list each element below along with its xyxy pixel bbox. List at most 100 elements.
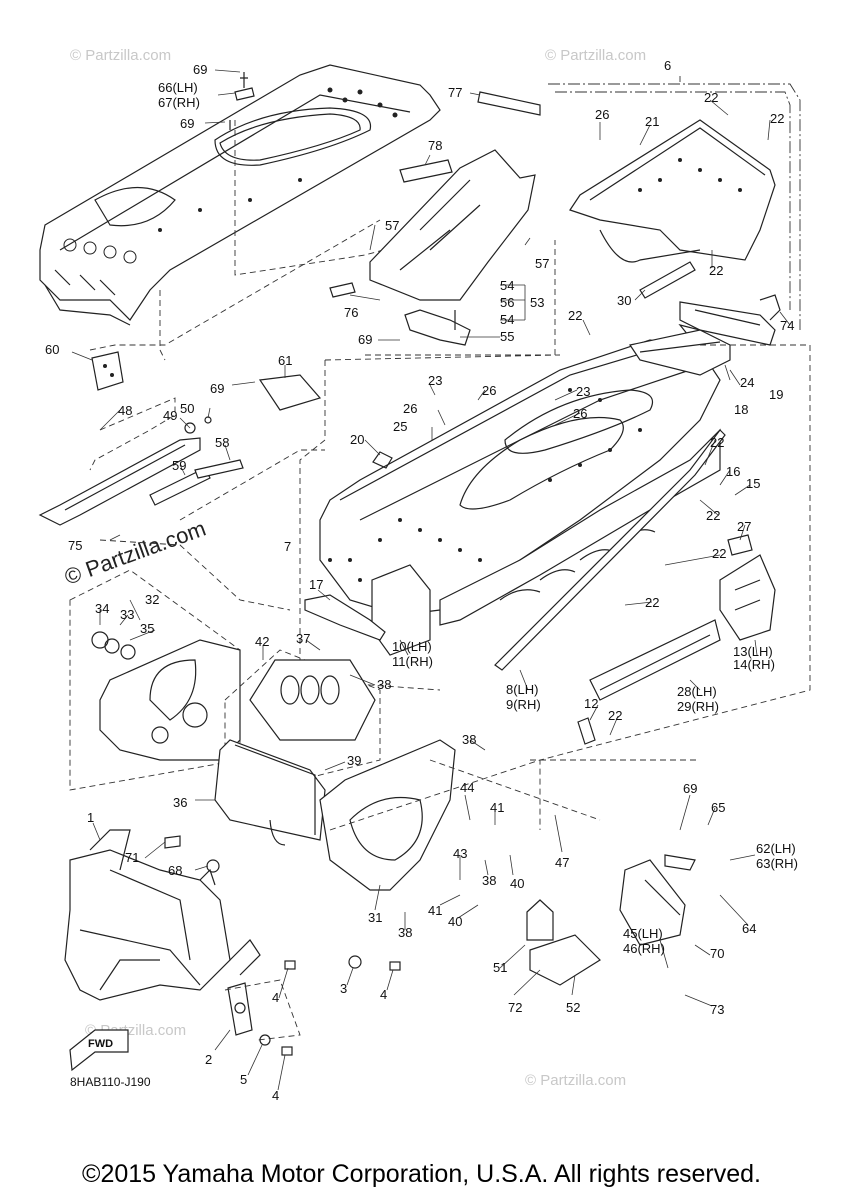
callout: 45(LH) bbox=[623, 926, 663, 941]
callout: 61 bbox=[278, 353, 292, 368]
plate-77 bbox=[477, 91, 541, 116]
callout: 20 bbox=[350, 432, 364, 447]
callout: 38 bbox=[482, 873, 496, 888]
callout: 29(RH) bbox=[677, 699, 719, 714]
callout: 76 bbox=[344, 305, 358, 320]
bracket-62-63 bbox=[664, 854, 696, 871]
callout: 56 bbox=[500, 295, 514, 310]
callout: 44 bbox=[460, 780, 474, 795]
callout: 26 bbox=[595, 107, 609, 122]
clip-20 bbox=[372, 451, 393, 469]
bracket-51 bbox=[526, 899, 554, 941]
copyright-notice: ©2015 Yamaha Motor Corporation, U.S.A. A… bbox=[82, 1160, 761, 1188]
callout: 4 bbox=[272, 990, 279, 1005]
callout: 57 bbox=[385, 218, 399, 233]
callout: 40 bbox=[510, 876, 524, 891]
callout: 22 bbox=[706, 508, 720, 523]
washer-5 bbox=[259, 1034, 271, 1046]
callout: 2 bbox=[205, 1052, 212, 1067]
callout: 38 bbox=[462, 732, 476, 747]
callout: 50 bbox=[180, 401, 194, 416]
rail-8-9 bbox=[494, 429, 726, 671]
bracket-60 bbox=[91, 351, 124, 391]
callout: 1 bbox=[87, 810, 94, 825]
callout: 39 bbox=[347, 753, 361, 768]
callout: 9(RH) bbox=[506, 697, 541, 712]
strip-28-29 bbox=[589, 619, 721, 701]
callout: 16 bbox=[726, 464, 740, 479]
callout: 60 bbox=[45, 342, 59, 357]
callout: 24 bbox=[740, 375, 754, 390]
callout: 17 bbox=[309, 577, 323, 592]
callout: 30 bbox=[617, 293, 631, 308]
callout: 4 bbox=[380, 987, 387, 1002]
diagram-code: 8HAB110-J190 bbox=[70, 1075, 151, 1089]
plate-45-46 bbox=[619, 859, 686, 946]
callout: 53 bbox=[530, 295, 544, 310]
callout: 22 bbox=[770, 111, 784, 126]
callout: 70 bbox=[710, 946, 724, 961]
callout-numbers: 69 66(LH) 67(RH) 69 77 78 57 57 76 54 56… bbox=[45, 58, 798, 1103]
rear-flap-box bbox=[548, 76, 801, 351]
frame-1 bbox=[64, 829, 261, 1001]
bulkhead-31 bbox=[319, 739, 456, 891]
watermark-text: © Partzilla.com bbox=[70, 47, 171, 64]
callout: 6 bbox=[664, 58, 671, 73]
watermark-text: © Partzilla.com bbox=[525, 1072, 626, 1089]
callout: 4 bbox=[272, 1088, 279, 1103]
callout: 11(RH) bbox=[392, 654, 433, 669]
bracket-12 bbox=[577, 717, 596, 745]
flap-72 bbox=[529, 934, 601, 986]
callout: 46(RH) bbox=[623, 941, 665, 956]
callout: 5 bbox=[240, 1072, 247, 1087]
callout: 41 bbox=[490, 800, 504, 815]
callout: 3 bbox=[340, 981, 347, 996]
callout: 31 bbox=[368, 910, 382, 925]
bracket-2 bbox=[227, 982, 253, 1036]
callout: 75 bbox=[68, 538, 82, 553]
callout: 26 bbox=[573, 406, 587, 421]
watermark-text: © Partzilla.com bbox=[545, 47, 646, 64]
rivet-69-top bbox=[229, 72, 255, 130]
callout: 22 bbox=[709, 263, 723, 278]
callout: 12 bbox=[584, 696, 598, 711]
callout: 23 bbox=[576, 384, 590, 399]
block-71 bbox=[164, 835, 181, 849]
callout: 58 bbox=[215, 435, 229, 450]
callout: 55 bbox=[500, 329, 514, 344]
callout: 66(LH) bbox=[158, 80, 198, 95]
callout: 14(RH) bbox=[733, 657, 775, 672]
callout: 69 bbox=[180, 116, 194, 131]
tunnel-top-panel bbox=[39, 64, 441, 326]
callout: 42 bbox=[255, 634, 269, 649]
leader-lines bbox=[71, 69, 791, 1091]
callout: 51 bbox=[493, 960, 507, 975]
callout: 71 bbox=[125, 850, 139, 865]
callout: 43 bbox=[453, 846, 467, 861]
callout: 21 bbox=[645, 114, 659, 129]
callout: 38 bbox=[398, 925, 412, 940]
callout: 69 bbox=[193, 62, 207, 77]
callout: 33 bbox=[120, 607, 134, 622]
plate-78 bbox=[399, 159, 453, 183]
callout: 36 bbox=[173, 795, 187, 810]
callout: 19 bbox=[769, 387, 783, 402]
callout: 52 bbox=[566, 1000, 580, 1015]
strip-17 bbox=[304, 594, 386, 641]
callout: 27 bbox=[737, 519, 751, 534]
callout: 65 bbox=[711, 800, 725, 815]
callout: 74 bbox=[780, 318, 794, 333]
callout: 22 bbox=[704, 90, 718, 105]
callout: 49 bbox=[163, 408, 177, 423]
callout: 8(LH) bbox=[506, 682, 539, 697]
callout: 68 bbox=[168, 863, 182, 878]
callout: 47 bbox=[555, 855, 569, 870]
plate-27 bbox=[727, 534, 753, 556]
label-76 bbox=[329, 282, 356, 298]
fwd-label: FWD bbox=[88, 1038, 113, 1050]
callout: 25 bbox=[393, 419, 407, 434]
callout: 78 bbox=[428, 138, 442, 153]
callout: 57 bbox=[535, 256, 549, 271]
callout: 69 bbox=[210, 381, 224, 396]
